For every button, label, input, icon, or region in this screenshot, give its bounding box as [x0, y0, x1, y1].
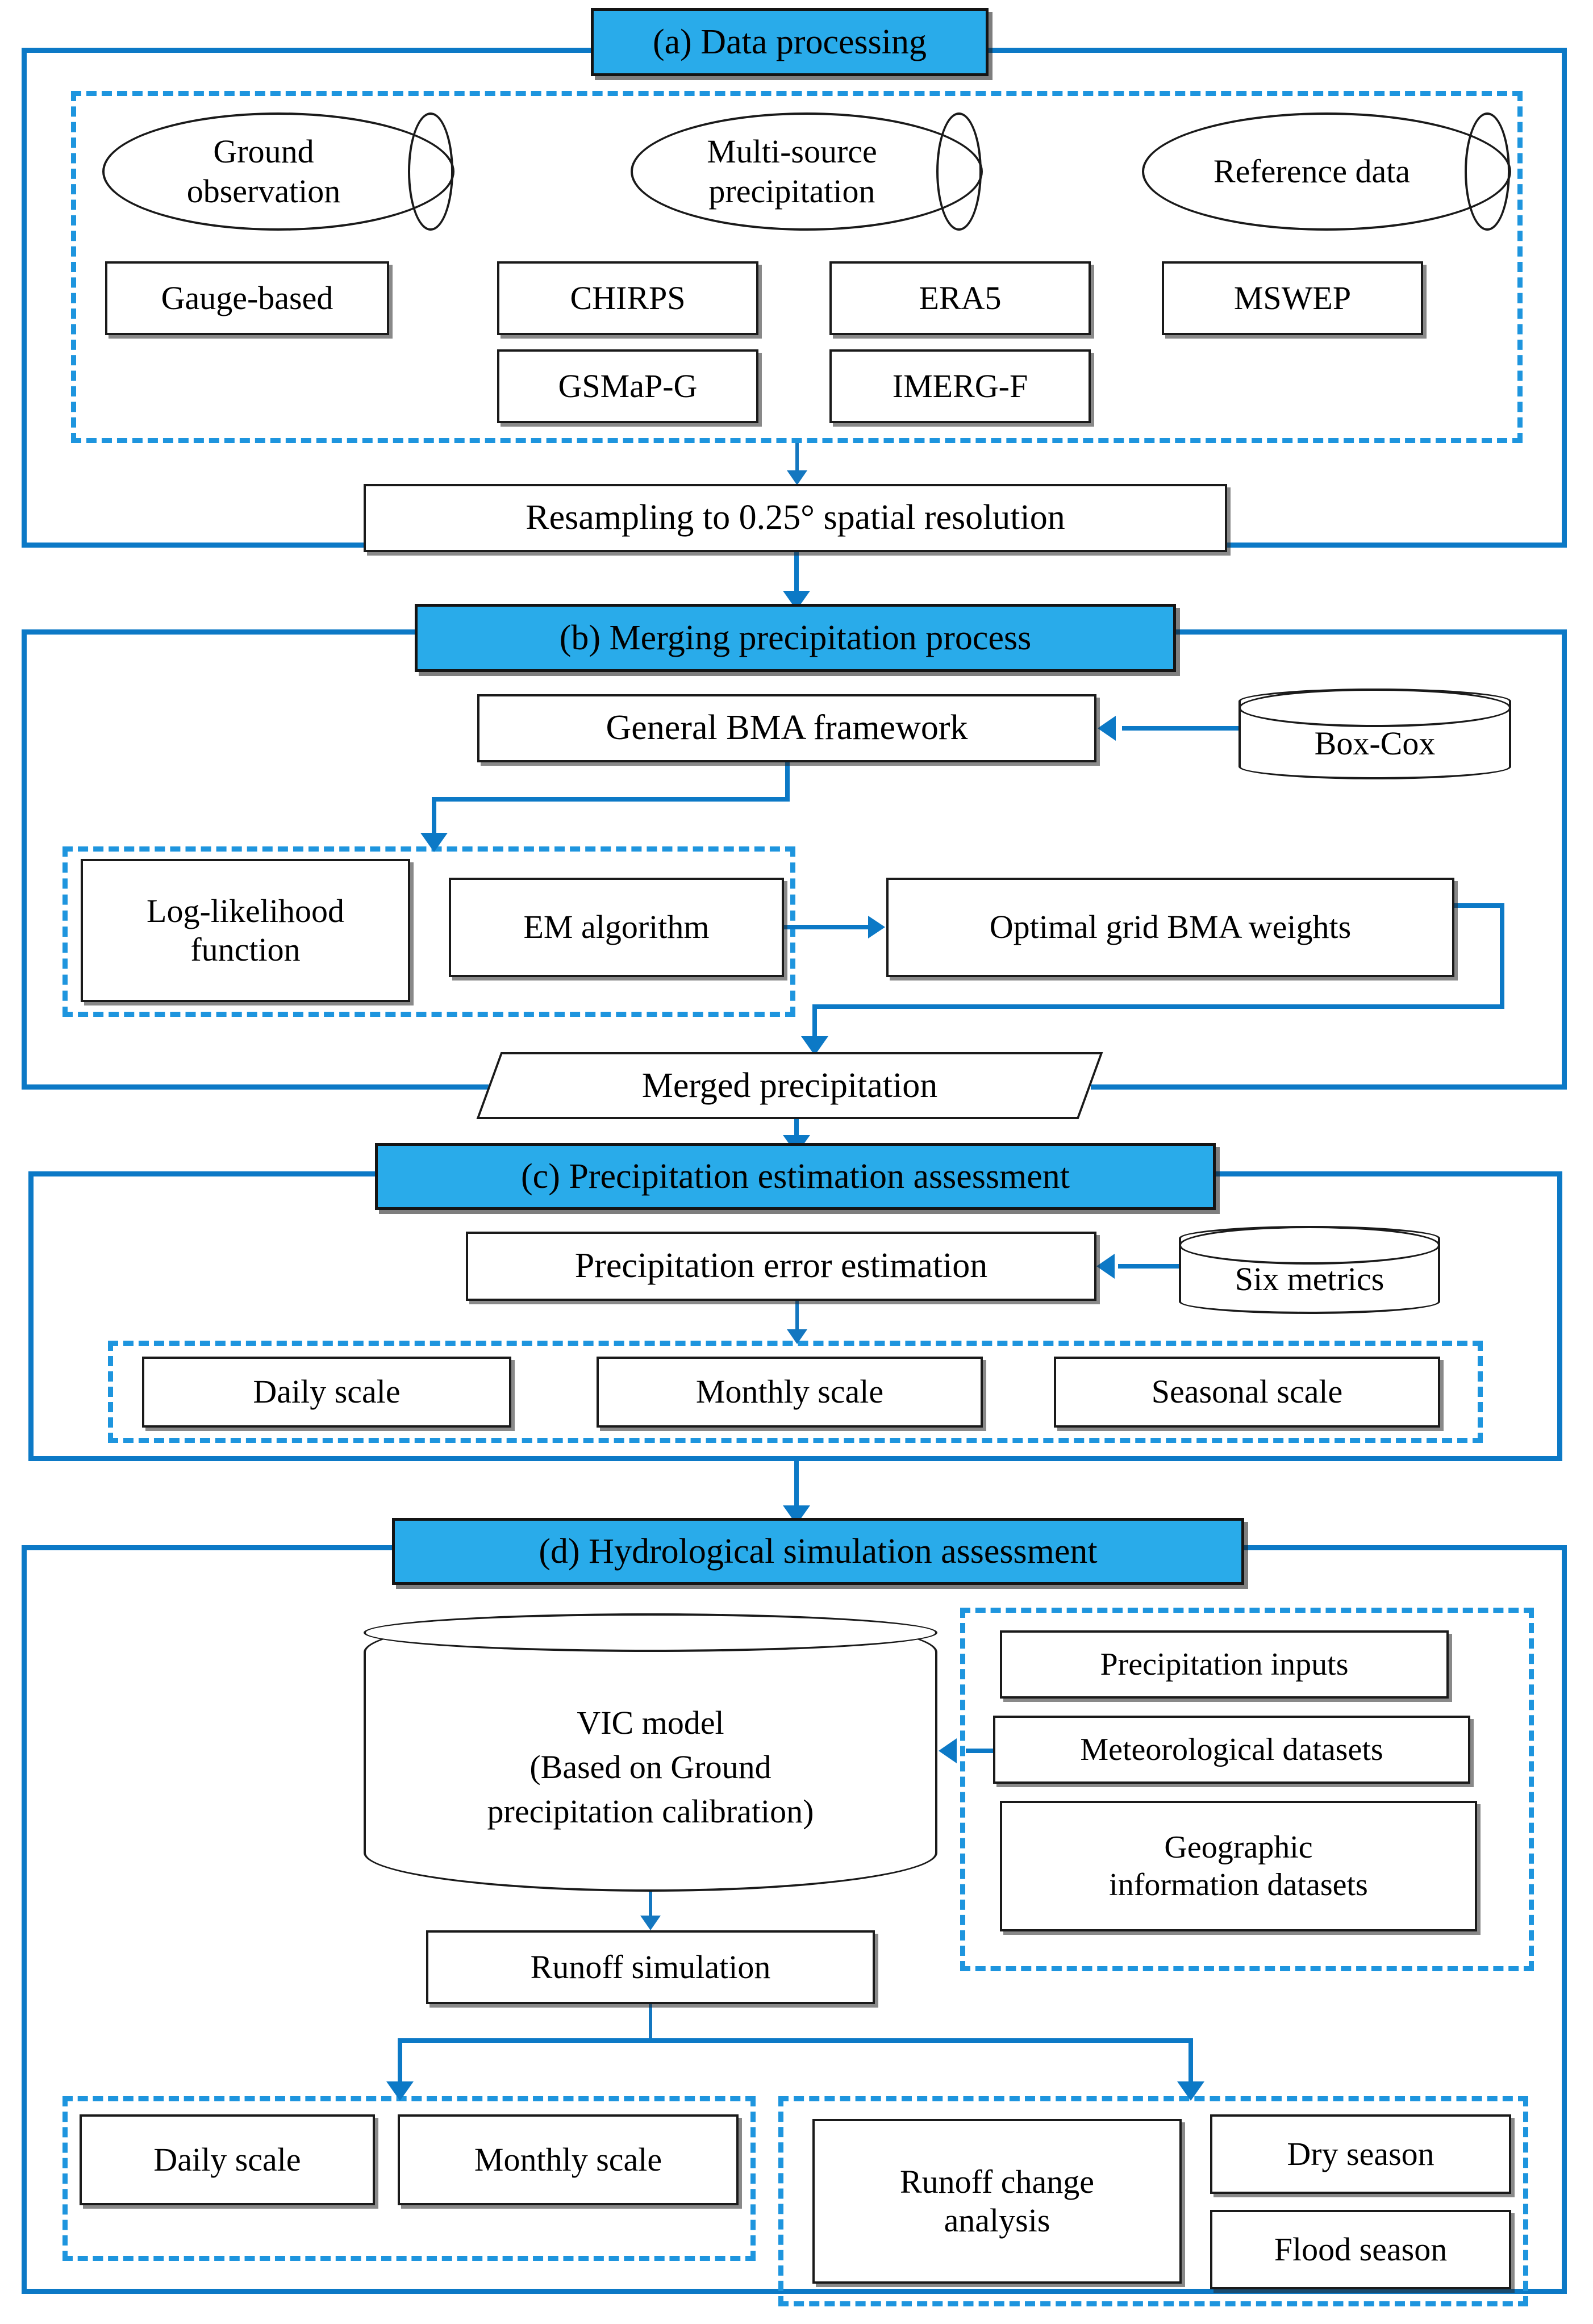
arrow-metrics-to-error	[1096, 1254, 1115, 1279]
connector-runoff-left-branch	[398, 2038, 402, 2089]
connector-boxcox-to-framework	[1122, 726, 1244, 731]
connector-weights-back-left	[812, 1004, 1504, 1009]
dataset-chirps: CHIRPS	[497, 261, 758, 335]
connector-runoff-down	[649, 2004, 652, 2042]
panel-d-inputs-group	[960, 1608, 1534, 1971]
box-cox-label: Box-Cox	[1314, 724, 1436, 762]
em-algorithm-box: EM algorithm	[449, 878, 784, 977]
connector-panel-c-to-d	[794, 1461, 799, 1516]
connector-weights-right	[1452, 903, 1504, 908]
panel-b-title: (b) Merging precipitation process	[415, 604, 1176, 672]
scale-daily-box-c: Daily scale	[142, 1357, 511, 1428]
connector-sources-to-resampling	[795, 443, 799, 477]
connector-weights-to-merged	[812, 1004, 817, 1045]
season-dry-box: Dry season	[1210, 2114, 1511, 2194]
arrow-error-to-scales	[787, 1329, 807, 1344]
connector-inputs-to-vic	[966, 1749, 995, 1753]
connector-vic-to-runoff	[649, 1884, 652, 1922]
panel-a-title: (a) Data processing	[591, 8, 989, 76]
dataset-gsmap-g: GSMaP-G	[497, 349, 758, 423]
optimal-grid-bma-weights-box: Optimal grid BMA weights	[886, 878, 1454, 977]
runoff-simulation-box: Runoff simulation	[426, 1930, 875, 2004]
merged-precipitation-label: Merged precipitation	[641, 1066, 938, 1105]
dataset-mswep: MSWEP	[1162, 261, 1423, 335]
scale-monthly-box-c: Monthly scale	[597, 1357, 983, 1428]
source-reference-data: Reference data	[1142, 112, 1511, 231]
arrow-framework-to-group	[420, 833, 448, 852]
scale-seasonal-box-c: Seasonal scale	[1054, 1357, 1440, 1428]
scale-monthly-box-d: Monthly scale	[398, 2114, 739, 2205]
connector-metrics-to-error	[1118, 1264, 1183, 1269]
dataset-gauge-based: Gauge-based	[105, 261, 389, 335]
connector-runoff-split	[398, 2038, 1193, 2043]
connector-error-to-scales	[795, 1301, 799, 1336]
resampling-box: Resampling to 0.25° spatial resolution	[364, 484, 1227, 552]
connector-em-to-weights	[784, 925, 881, 929]
connector-framework-down	[785, 762, 790, 801]
source-reference-label: Reference data	[1213, 153, 1411, 190]
box-cox-cylinder: Box-Cox	[1238, 689, 1511, 779]
connector-framework-left	[432, 797, 790, 802]
panel-d-title: (d) Hydrological simulation assessment	[392, 1518, 1244, 1585]
connector-runoff-right-branch	[1189, 2038, 1193, 2089]
connector-framework-into-group	[432, 797, 436, 840]
input-precipitation-box: Precipitation inputs	[1000, 1630, 1449, 1699]
arrow-runoff-to-scales	[386, 2081, 414, 2101]
panel-d-runoff-change-group	[778, 2096, 1528, 2306]
arrow-inputs-to-vic	[939, 1738, 957, 1763]
season-flood-box: Flood season	[1210, 2210, 1511, 2289]
merged-precipitation-shape: Merged precipitation	[476, 1052, 1103, 1119]
dataset-imerg-f: IMERG-F	[829, 349, 1091, 423]
precipitation-error-estimation-box: Precipitation error estimation	[466, 1232, 1096, 1301]
six-metrics-cylinder: Six metrics	[1179, 1226, 1440, 1314]
arrow-runoff-to-change-analysis	[1177, 2081, 1204, 2101]
dataset-era5: ERA5	[829, 261, 1091, 335]
panel-c-title: (c) Precipitation estimation assessment	[375, 1143, 1216, 1210]
six-metrics-label: Six metrics	[1235, 1261, 1385, 1298]
arrow-sources-to-resampling	[787, 470, 807, 485]
input-meteorological-box: Meteorological datasets	[993, 1716, 1470, 1784]
connector-weights-right-down	[1500, 903, 1504, 1008]
arrow-boxcox-to-framework	[1098, 716, 1116, 741]
general-bma-framework-box: General BMA framework	[477, 694, 1096, 762]
arrow-em-to-weights	[868, 916, 885, 938]
connector-panel-a-to-b	[794, 548, 799, 600]
scale-daily-box-d: Daily scale	[80, 2114, 375, 2205]
arrow-vic-to-runoff	[640, 1916, 661, 1930]
panel-a-sources-group	[71, 91, 1523, 443]
